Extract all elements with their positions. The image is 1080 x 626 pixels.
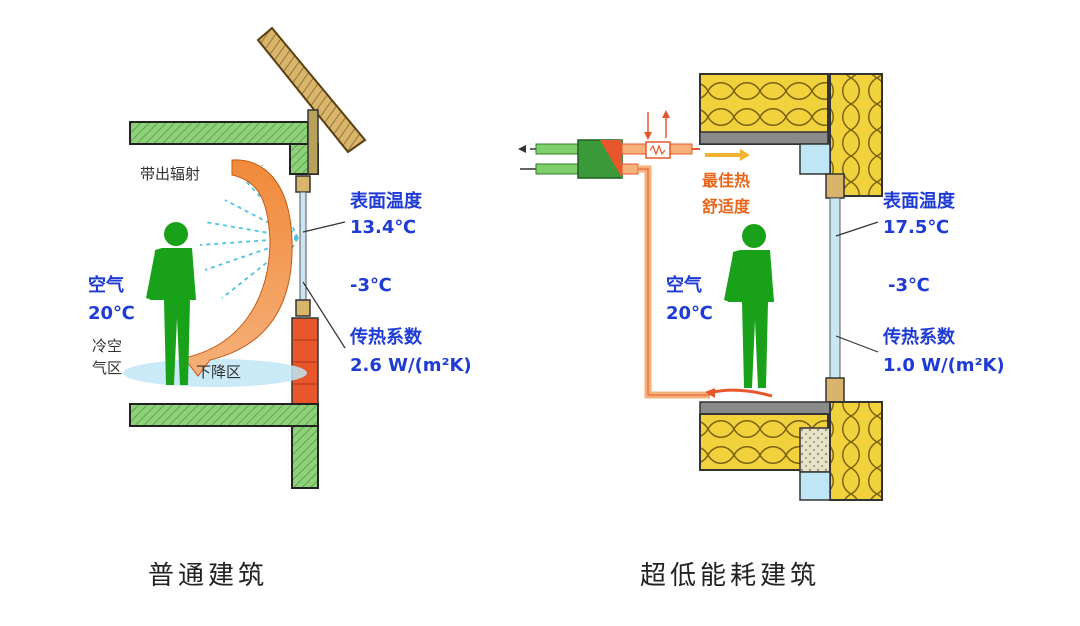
air-temp: 20℃: [666, 303, 713, 324]
window-glass: [299, 191, 307, 301]
wall-concrete-upper: [799, 143, 831, 175]
ventilation-system: [518, 110, 773, 399]
window-frame-top: [825, 173, 845, 199]
air-label: 空气: [88, 275, 124, 296]
surface-temp-value: 17.5℃: [883, 217, 950, 238]
u-label: 传热系数: [883, 327, 955, 348]
window-frame-top: [295, 175, 311, 193]
floor-slab: [129, 403, 319, 427]
window-glass: [829, 197, 841, 379]
u-value-leader: [835, 335, 879, 353]
person-silhouette: [724, 224, 774, 388]
person-silhouette: [146, 222, 196, 385]
low-energy-building-panel: 最佳热 舒适度 表面温度 17.5℃ -3℃ 空气 20℃ 传热系数 1.0 W…: [500, 0, 1080, 520]
comfort-line1: 最佳热: [702, 171, 751, 190]
downdraft-arrow: [183, 159, 293, 377]
window-frame-bottom: [295, 299, 311, 317]
air-label: 空气: [666, 275, 702, 296]
conventional-building-panel: 带出辐射 表面温度 13.4℃ -3℃ 空气 20℃ 冷空 气区 下降区 传热系…: [0, 0, 520, 520]
surface-temp-leader: [835, 221, 879, 237]
brick-wall: [291, 317, 319, 405]
top-slab: [699, 131, 829, 145]
low-energy-building-diagram: [518, 73, 883, 501]
ceiling-slab: [129, 121, 309, 145]
u-value-leader: [302, 281, 346, 349]
window-frame-bottom: [825, 377, 845, 403]
surface-temp-leader: [302, 221, 346, 233]
conventional-building-caption: 普通建筑: [148, 561, 269, 591]
air-temp: 20℃: [88, 303, 135, 324]
outside-temp: -3℃: [888, 275, 930, 296]
surface-temp-label: 表面温度: [883, 191, 955, 212]
downdraft-label: 下降区: [196, 363, 242, 381]
wall-concrete-lower: [799, 471, 831, 501]
wall-insulation-lower: [829, 401, 883, 501]
cold-zone-line1: 冷空: [92, 337, 123, 355]
u-value: 1.0 W/(m²K): [883, 355, 1005, 376]
lower-wall: [291, 425, 319, 489]
comfort-line2: 舒适度: [702, 197, 751, 216]
surface-temp-label: 表面温度: [350, 191, 422, 212]
conventional-building-diagram: [123, 26, 367, 489]
low-energy-building-caption: 超低能耗建筑: [640, 561, 821, 591]
outside-temp: -3℃: [350, 275, 392, 296]
u-value: 2.6 W/(m²K): [350, 355, 472, 376]
u-label: 传热系数: [350, 327, 422, 348]
floor-concrete: [799, 427, 833, 473]
cold-zone-line2: 气区: [92, 359, 123, 377]
radiation-label: 带出辐射: [140, 165, 201, 183]
surface-temp-value: 13.4℃: [350, 217, 417, 238]
